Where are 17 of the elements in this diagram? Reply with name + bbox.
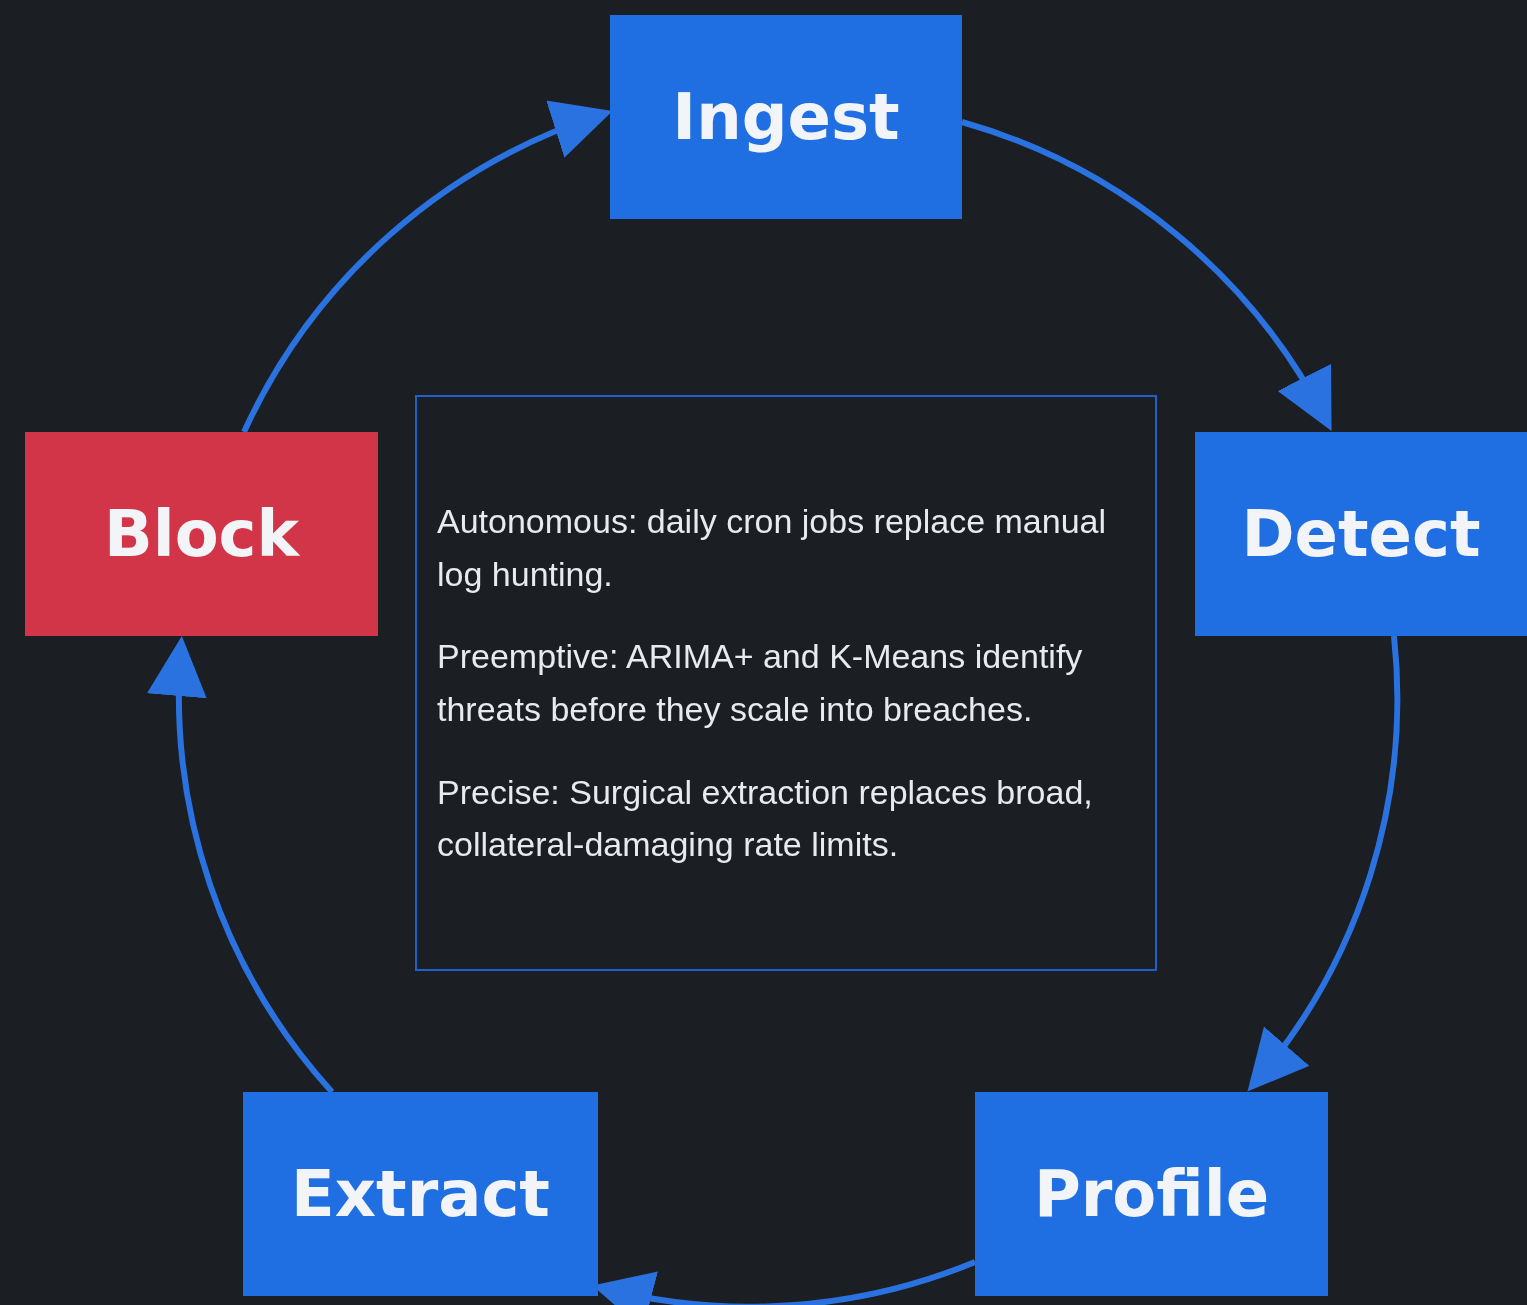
description-paragraph: Precise: Surgical extraction replaces broad, collateral-damaging rate limits. (437, 771, 1094, 866)
step-label: Extract (291, 1157, 550, 1231)
alert-step-box (25, 432, 378, 636)
arrow (961, 119, 1333, 431)
arrow (1247, 635, 1401, 1092)
process-box (975, 1092, 1328, 1296)
text-panel (415, 395, 1157, 971)
description-paragraph: Preemptive: ARIMA+ and K-Means identify threats before they scale into breaches. (437, 636, 1084, 730)
arrow (149, 636, 335, 1094)
step-label: Detect (1241, 497, 1481, 571)
process-box (1195, 432, 1527, 636)
step-label: Block (103, 497, 300, 571)
process-box (243, 1092, 598, 1296)
step-label: Profile (1033, 1157, 1270, 1231)
step-label: Ingest (672, 80, 900, 154)
description-paragraph: Autonomous: daily cron jobs replace manual log hunting. (437, 500, 1108, 595)
process-box (610, 15, 962, 219)
